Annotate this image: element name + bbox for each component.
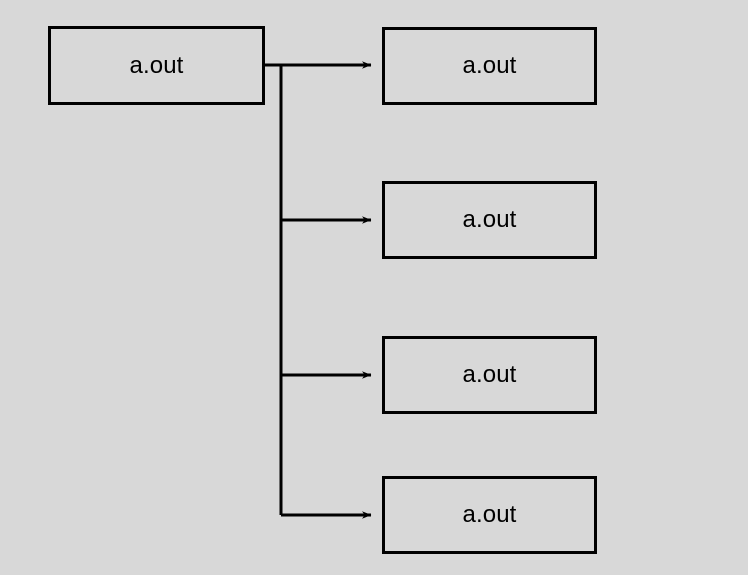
node-child-process-1[interactable]: a.out <box>382 27 597 105</box>
node-label: a.out <box>462 52 517 79</box>
node-label: a.out <box>129 51 184 79</box>
node-label: a.out <box>462 501 517 528</box>
node-source-process[interactable]: a.out <box>48 26 265 105</box>
node-child-process-3[interactable]: a.out <box>382 336 597 414</box>
node-child-process-2[interactable]: a.out <box>382 181 597 259</box>
node-label: a.out <box>462 206 517 233</box>
node-child-process-4[interactable]: a.out <box>382 476 597 554</box>
node-label: a.out <box>462 361 517 388</box>
